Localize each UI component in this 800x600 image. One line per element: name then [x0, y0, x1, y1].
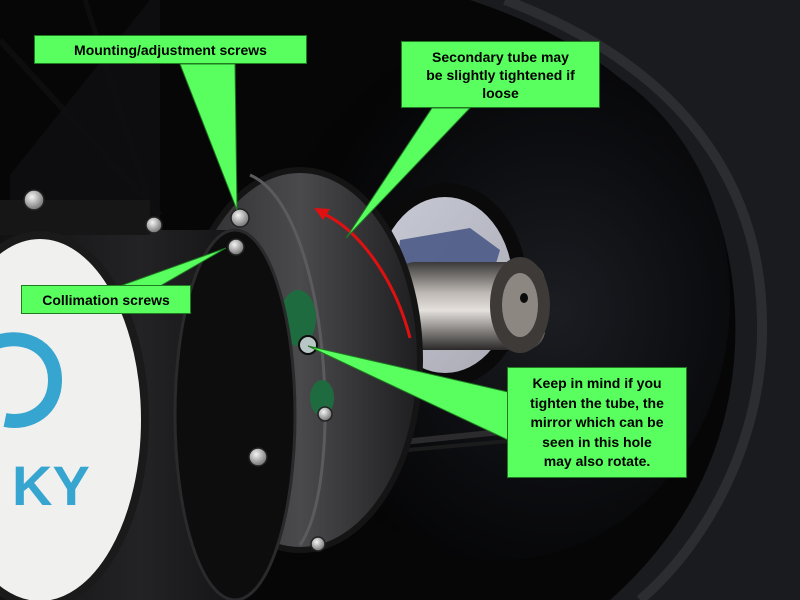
- callout-line: Secondary tube may: [432, 49, 569, 65]
- callout-line: seen in this hole: [542, 433, 652, 450]
- logo-text: KY: [12, 454, 90, 517]
- callout-mirror-rotation: Keep in mind if you tighten the tube, th…: [507, 367, 687, 478]
- callout-line: be slightly tightened if: [426, 67, 575, 83]
- mounting-screw: [230, 208, 250, 228]
- screw: [23, 189, 45, 211]
- rotation-arrow: [321, 211, 412, 339]
- tube-wall: [470, 0, 800, 600]
- callout-line: loose: [482, 85, 519, 101]
- callout-secondary-tube: Secondary tube may be slightly tightened…: [401, 41, 600, 108]
- tube-wall-edge: [503, 0, 768, 600]
- logo-cap: [0, 235, 145, 600]
- callout-line: tighten the tube, the: [530, 394, 664, 411]
- callout-line: mirror which can be: [530, 414, 664, 430]
- callout-pointer: [345, 107, 472, 239]
- callout-collimation-screws: Collimation screws: [21, 285, 191, 314]
- callout-pointer: [179, 63, 238, 211]
- callout-line: Keep in mind if you: [532, 375, 662, 391]
- callout-line: may also rotate.: [543, 453, 651, 469]
- callout-mounting-screws: Mounting/adjustment screws: [34, 35, 307, 64]
- collimation-screw: [227, 238, 245, 256]
